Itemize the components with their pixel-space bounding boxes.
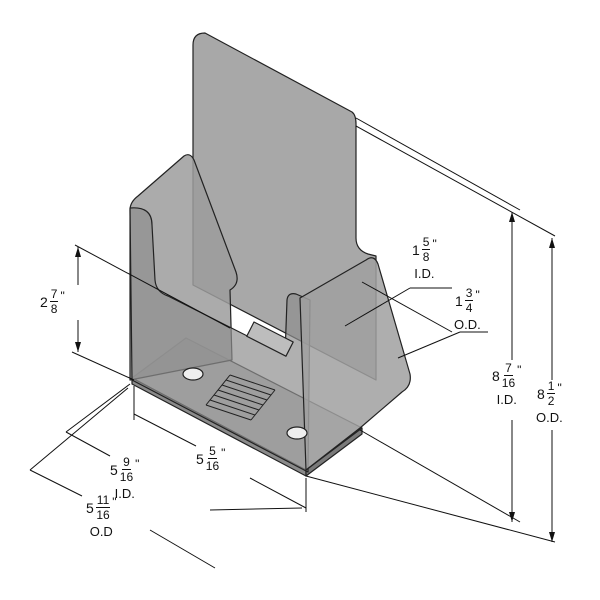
- dim-unit: ": [517, 363, 522, 377]
- mount-hole: [286, 426, 308, 440]
- dim-numerator: 9: [122, 455, 131, 470]
- dim-unit: ": [221, 446, 226, 460]
- dimension-lines: [29, 117, 556, 569]
- label-slot: [246, 321, 294, 357]
- dim-unit: ": [432, 237, 437, 251]
- dim-denominator: 8: [422, 250, 430, 264]
- dim-unit: ": [135, 457, 140, 471]
- dim-whole: 8: [492, 367, 500, 384]
- dim-denominator: 2: [547, 394, 555, 408]
- dim-whole: 1: [454, 292, 463, 309]
- dim-denominator: 16: [119, 470, 134, 484]
- mount-hole: [182, 367, 204, 381]
- dim-whole: 1: [412, 241, 420, 258]
- dim-numerator: 3: [464, 286, 474, 301]
- grip-pad: [205, 374, 276, 421]
- dim-suffix: O.D.: [536, 410, 563, 425]
- dim-whole: 5: [196, 450, 204, 467]
- dim-whole: 5: [86, 499, 94, 516]
- dim-suffix: I.D.: [496, 392, 517, 407]
- dim-whole: 8: [536, 385, 545, 402]
- dim-denominator: 16: [501, 376, 516, 390]
- dim-suffix: I.D.: [114, 486, 135, 501]
- dim-denominator: 16: [205, 459, 220, 473]
- dim-unit: ": [557, 381, 562, 395]
- dim-suffix: O.D.: [454, 317, 481, 332]
- dim-numerator: 11: [95, 493, 111, 508]
- right-side-panel: [299, 257, 411, 471]
- dim-numerator: 1: [546, 379, 556, 394]
- dim-unit: ": [475, 288, 480, 302]
- dim-whole: 2: [40, 293, 48, 310]
- dim-whole: 5: [110, 461, 118, 478]
- front-panel: [129, 207, 311, 473]
- dim-numerator: 5: [421, 235, 431, 250]
- dim-numerator: 7: [49, 287, 59, 302]
- dim-numerator: 5: [208, 444, 217, 459]
- dim-unit: ": [60, 289, 65, 303]
- dim-suffix: I.D.: [414, 266, 435, 281]
- arrowheads: [75, 212, 555, 542]
- dim-suffix: O.D: [89, 524, 113, 539]
- dim-unit: ": [112, 495, 117, 509]
- dim-numerator: 7: [504, 361, 513, 376]
- dim-denominator: 4: [465, 301, 473, 315]
- dim-denominator: 8: [50, 302, 58, 316]
- dim-denominator: 16: [96, 508, 110, 522]
